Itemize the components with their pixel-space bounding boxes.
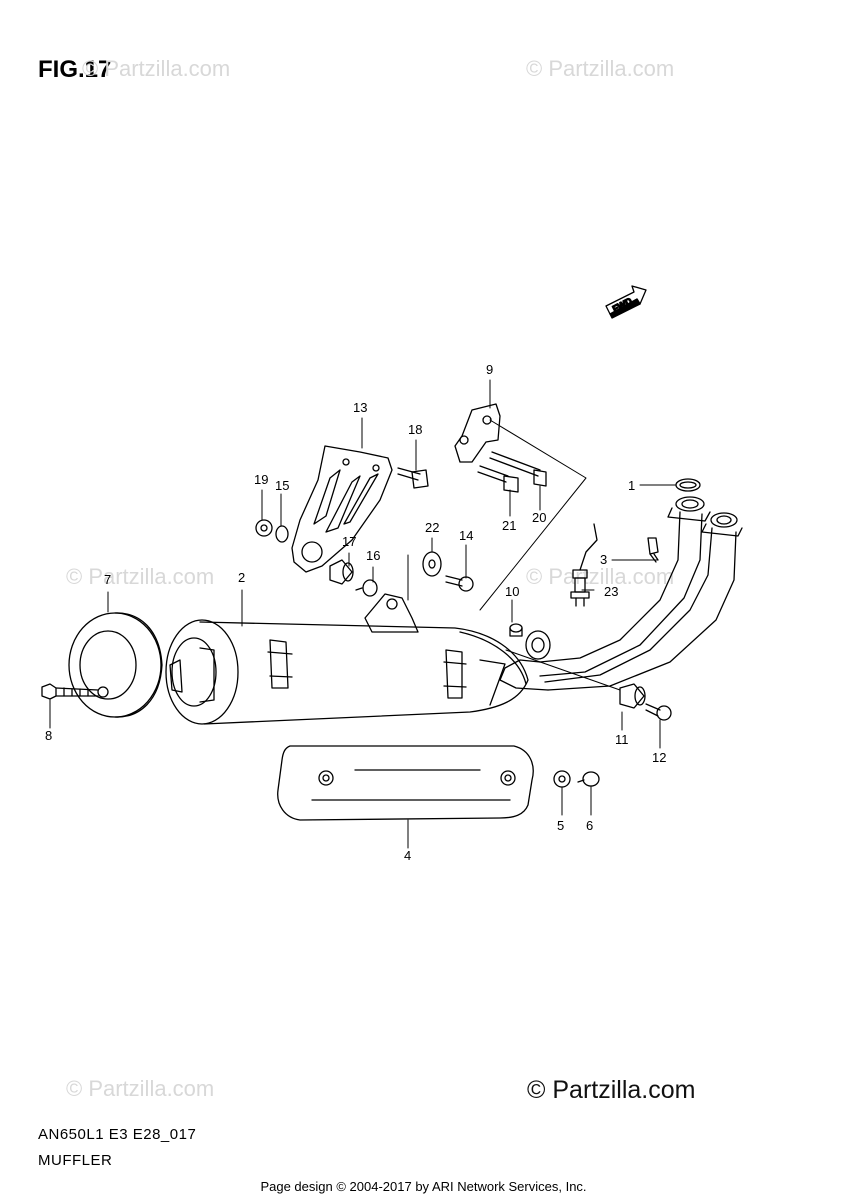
callout-22: 22 [425, 520, 439, 535]
callout-6: 6 [586, 818, 593, 833]
watermark: © Partzilla.com [66, 564, 215, 589]
callout-9: 9 [486, 362, 493, 377]
callout-17: 17 [342, 534, 356, 549]
bolt-icon [647, 537, 659, 563]
bolt-icon [445, 575, 474, 592]
grommet-icon [553, 770, 571, 788]
page-footer: Page design © 2004-2017 by ARI Network S… [260, 1179, 587, 1194]
callout-11: 11 [615, 732, 629, 747]
watermark: © Partzilla.com [66, 1076, 215, 1101]
exhaust-header-pipes [499, 496, 743, 691]
oxygen-sensor [570, 523, 598, 607]
washer-icon [422, 551, 442, 577]
muffler-bracket [291, 445, 393, 573]
callout-14: 14 [459, 528, 473, 543]
assembly-name: MUFFLER [38, 1152, 113, 1169]
callout-20: 20 [532, 510, 546, 525]
muffler-end-cap [68, 612, 163, 718]
heat-shield [277, 745, 534, 821]
callout-10: 10 [505, 584, 519, 599]
bolt-icon [397, 467, 429, 489]
callout-12: 12 [652, 750, 666, 765]
callout-8: 8 [45, 728, 52, 743]
callout-23: 23 [604, 584, 618, 599]
callout-15: 15 [275, 478, 289, 493]
callout-16: 16 [366, 548, 380, 563]
callout-21: 21 [502, 518, 516, 533]
gasket-icon [675, 478, 701, 492]
screw-icon [577, 771, 600, 787]
bolt-icon [355, 579, 378, 597]
callout-18: 18 [408, 422, 422, 437]
watermark: © Partzilla.com [526, 56, 675, 81]
callout-4: 4 [404, 848, 411, 863]
callout-7: 7 [104, 572, 111, 587]
bolt-icon [41, 683, 99, 700]
callout-3: 3 [600, 552, 607, 567]
copyright-watermark: © Partzilla.com [527, 1076, 696, 1104]
nut-icon [255, 519, 273, 537]
bolt-icon [645, 703, 672, 721]
muffler-body [165, 593, 529, 725]
leader-lines [49, 379, 677, 849]
callout-19: 19 [254, 472, 268, 487]
callout-1: 1 [628, 478, 635, 493]
callout-5: 5 [557, 818, 564, 833]
figure-title: FIG.17 [38, 56, 112, 83]
washer-icon [275, 525, 289, 543]
callout-labels: 1 2 3 4 5 6 7 8 9 10 11 12 13 14 15 16 1… [45, 362, 666, 863]
bolt-icon [477, 465, 519, 493]
collar-icon [329, 559, 354, 585]
pipe-joint-clamp [509, 623, 551, 660]
bolt-icon [489, 451, 547, 487]
callout-13: 13 [353, 400, 367, 415]
rubber-mount-icon [619, 683, 646, 709]
fwd-arrow-icon: FWD [605, 285, 647, 319]
hanger-bracket [454, 403, 501, 463]
watermark: © Partzilla.com [82, 56, 231, 81]
callout-2: 2 [238, 570, 245, 585]
watermark: © Partzilla.com [526, 564, 675, 589]
model-code: AN650L1 E3 E28_017 [38, 1126, 197, 1143]
